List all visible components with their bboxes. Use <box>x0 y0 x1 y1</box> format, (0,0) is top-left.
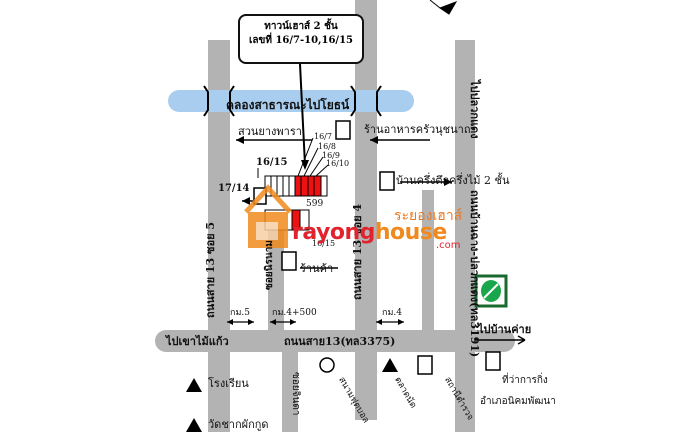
watermark-thai: ระยองเฮาส์ <box>394 208 463 224</box>
school-triangle <box>186 378 202 392</box>
km-4-label: กม.4 <box>382 308 402 318</box>
road-bottom-soi <box>282 352 298 432</box>
temple-label: วัดชากผักกูด <box>208 418 269 431</box>
unit-16-7: 16/7 <box>314 132 332 141</box>
road-soi-bottom-label: ซอยจินดา <box>290 372 301 416</box>
stadium-circle <box>319 357 335 373</box>
watermark-house-icon <box>244 184 292 248</box>
unit-16-15-label: 16/15 <box>256 157 288 168</box>
road-main-label: ถนนสาย13(ทล3375) <box>284 335 396 348</box>
shop-building <box>281 251 297 271</box>
bottom-triangle <box>382 358 398 372</box>
to-khaomaikaeo-label: ไปเขาไม้แก้ว <box>166 335 229 348</box>
bridge-left <box>203 85 235 117</box>
unit-16-8: 16/8 <box>318 142 336 151</box>
unit-16-9: 16/9 <box>322 151 340 160</box>
callout-pointer <box>299 63 306 166</box>
unit-17-14-label: 17/14 <box>218 183 250 194</box>
road-soi-nameless-label: ซอยนิรนาม <box>264 240 275 290</box>
road-right-soi <box>422 190 434 330</box>
garden-label: สวนยางพารา <box>238 125 302 138</box>
callout-title: ทาวน์เฮาส์ 2 ชั้น <box>264 21 338 32</box>
road-soi5-label: ถนนสาย 13 ซอย 5 <box>204 221 217 318</box>
road-main-3375 <box>155 330 515 352</box>
district-office-label: ที่ว่าการกิ่ง <box>502 375 548 386</box>
road-soi4-label: ถนนสาย 13 ซอย 4 <box>351 203 364 300</box>
canal-label: คลองสาธารณะไปโยธน์ <box>226 98 350 112</box>
unit-16-10: 16/10 <box>326 159 350 168</box>
watermark-brand: rayonghouse <box>292 220 447 245</box>
watermark-brand-a: rayong <box>292 220 375 245</box>
unit-16-15-lower: 16/15 <box>312 239 336 248</box>
watermark-brand-b: house <box>374 220 447 245</box>
callout-numbers: เลขที่ 16/7-10,16/15 <box>248 34 353 46</box>
restaurant-label: ร้านอาหารครัวนุชนาถ <box>364 123 471 136</box>
bottom-building <box>417 355 433 375</box>
to-pluakdaeng-label: ไปปลวกแดง <box>468 80 481 139</box>
temple-triangle <box>186 418 202 432</box>
compass-icon <box>429 0 458 15</box>
km-5-label: กม.5 <box>230 308 250 318</box>
unit-599: 599 <box>306 199 324 209</box>
house-building <box>379 171 395 191</box>
house-label: บ้านครึ่งตึกครึ่งไม้ 2 ชั้น <box>396 174 510 187</box>
district-office-label-2: อำเภอนิคมพัฒนา <box>480 396 556 407</box>
to-bankhai-label: ไปบ้านค่าย <box>478 323 532 336</box>
bridge-right <box>350 85 382 117</box>
school-label: โรงเรียน <box>208 377 249 390</box>
district-office-building <box>485 351 501 371</box>
property-unit-16-15 <box>291 209 301 231</box>
shop-label: ร้านค้า <box>300 262 334 275</box>
restaurant-building <box>335 120 351 140</box>
watermark-domain: .com <box>436 240 461 251</box>
km-4-500-label: กม.4+500 <box>272 308 317 318</box>
property-callout: ทาวน์เฮาส์ 2 ชั้น เลขที่ 16/7-10,16/15 <box>238 14 364 64</box>
